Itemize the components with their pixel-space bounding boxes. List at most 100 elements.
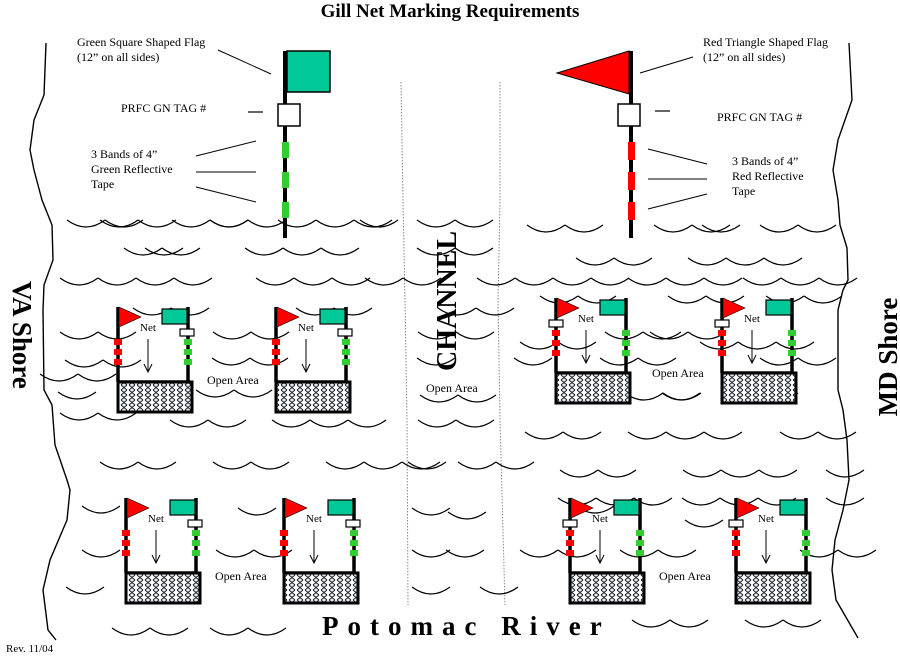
green-tape-band	[636, 540, 644, 546]
green-tape-label-line1: 3 Bands of 4”	[91, 147, 158, 161]
page-title: Gill Net Marking Requirements	[320, 1, 580, 22]
red-triangle-flag	[556, 297, 580, 319]
green-tape-band	[282, 202, 289, 218]
red-tape-band	[718, 340, 726, 346]
net-mesh	[124, 571, 202, 605]
wave	[364, 277, 442, 286]
net-label: Net	[578, 313, 594, 325]
green-flag-marker	[195, 49, 331, 238]
open-area-label: Open Area	[659, 569, 711, 583]
net-mesh	[282, 571, 360, 605]
red-tape-band	[122, 530, 130, 536]
green-tape-band	[802, 550, 810, 556]
red-tape-band	[122, 540, 130, 546]
green-tape-band	[802, 530, 810, 536]
red-tape-band	[566, 540, 574, 546]
open-area-label: Open Area	[426, 381, 478, 395]
arrow-head-icon	[151, 554, 161, 565]
wave	[627, 431, 743, 440]
net-label: Net	[758, 513, 774, 525]
wave	[699, 341, 815, 350]
tag-box	[728, 519, 744, 528]
green-tape-band	[350, 530, 358, 536]
va-shoreline	[29, 42, 71, 641]
net-set	[548, 297, 632, 405]
wave	[653, 224, 731, 233]
channel-boundary-right	[497, 82, 506, 606]
green-tape-band	[622, 340, 630, 346]
net-set	[122, 497, 203, 605]
wave	[457, 461, 535, 470]
green-tape-band	[184, 349, 192, 355]
wave	[244, 247, 360, 256]
wave	[211, 357, 289, 366]
tag-box	[337, 328, 353, 337]
green-tape-band	[184, 339, 192, 345]
wave	[212, 331, 290, 340]
md-shoreline	[831, 42, 859, 639]
net-sets	[114, 297, 812, 605]
wave	[255, 277, 371, 286]
wave	[445, 549, 485, 558]
wave	[271, 419, 387, 428]
wave	[212, 461, 290, 470]
red-tape-label-line2: Red Reflective	[732, 169, 804, 183]
wave	[59, 331, 137, 340]
wave	[209, 219, 287, 228]
wave	[237, 507, 277, 516]
green-tape-band	[788, 330, 796, 336]
red-tape-label-line3: Tape	[732, 184, 756, 198]
wave	[416, 219, 494, 228]
net-mesh	[116, 380, 194, 414]
green-tape-band	[282, 142, 289, 158]
wave	[277, 219, 393, 228]
net-label: Net	[140, 322, 156, 334]
wave	[744, 619, 822, 628]
red-tape-band	[114, 349, 122, 355]
arrow-head-icon	[761, 554, 771, 565]
wave	[684, 519, 724, 528]
wave	[416, 357, 456, 366]
wave	[411, 549, 451, 558]
red-tape-band	[552, 350, 560, 356]
wave	[742, 277, 858, 286]
open-area-label: Open Area	[207, 373, 259, 387]
red-tape-band	[732, 530, 740, 536]
green-tape-band	[282, 172, 289, 188]
net-mesh	[720, 371, 798, 405]
red-flag-size-label: (12” on all sides)	[703, 50, 786, 64]
wave	[65, 586, 105, 595]
tag-box	[548, 319, 564, 328]
red-tape-band	[628, 172, 635, 190]
wave	[619, 549, 697, 558]
wave	[437, 307, 515, 316]
tag-box	[714, 319, 730, 328]
green-tape-band	[622, 330, 630, 336]
red-tape-band	[628, 202, 635, 220]
green-square-flag	[599, 299, 626, 316]
wave	[99, 219, 177, 228]
wave	[682, 469, 798, 478]
wave	[209, 627, 287, 636]
net-set	[728, 497, 812, 605]
green-square-flag	[765, 299, 792, 316]
wave	[123, 247, 201, 256]
arrow-head-icon	[301, 363, 311, 374]
river-label: Potomac River	[322, 611, 611, 641]
red-tape-band	[272, 339, 280, 345]
wave	[325, 461, 441, 470]
wave	[524, 431, 602, 440]
net-label: Net	[592, 513, 608, 525]
wave	[59, 412, 137, 421]
tag-box	[179, 328, 195, 337]
wave	[419, 394, 497, 403]
net-mesh	[568, 571, 646, 605]
net-set	[272, 306, 353, 414]
wave	[825, 469, 865, 478]
wave	[649, 331, 727, 340]
red-triangle-flag	[570, 497, 594, 519]
green-tape-band	[802, 540, 810, 546]
wave	[631, 619, 709, 628]
net-set	[562, 497, 646, 605]
tag-label-right: PRFC GN TAG #	[717, 110, 803, 124]
